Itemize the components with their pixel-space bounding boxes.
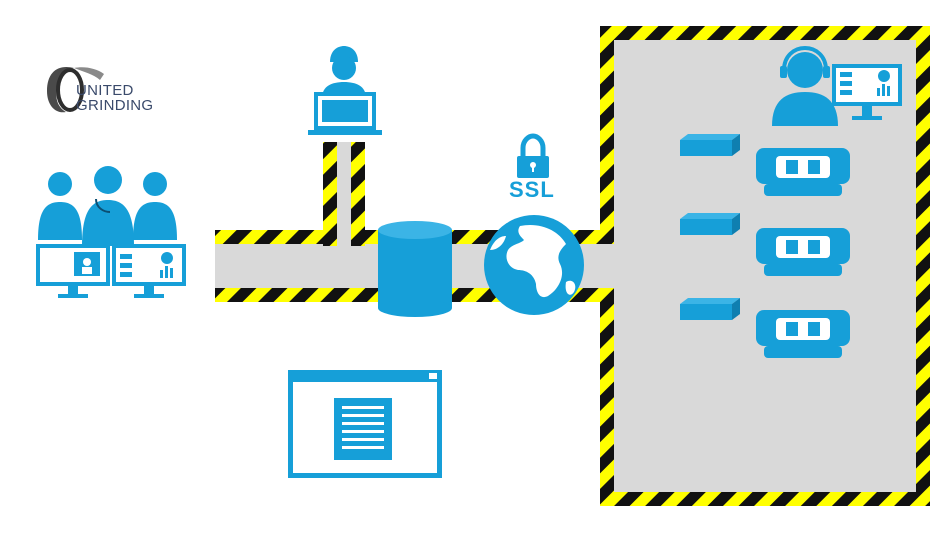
- team-monitor-left: [36, 244, 110, 298]
- padlock-icon: [517, 133, 549, 178]
- grinding-machine-icon: [756, 228, 850, 276]
- logo-wordmark: UNITED GRINDING: [76, 83, 153, 113]
- united-grinding-logo-icon: [47, 66, 104, 113]
- grinding-machine-icon: [756, 148, 850, 196]
- logo-line-1: UNITED: [76, 82, 134, 99]
- grinding-machine-icon: [756, 310, 850, 358]
- technician-laptop-icon: [308, 46, 382, 135]
- ssl-label: SSL: [509, 177, 555, 202]
- operator-headset-icon: [772, 45, 838, 126]
- database-icon: [378, 221, 452, 317]
- operator-monitor: [832, 64, 902, 120]
- control-box-icon: [680, 298, 740, 320]
- control-box-icon: [680, 134, 740, 156]
- support-team-icon: [38, 166, 177, 246]
- logo-line-2: GRINDING: [76, 97, 154, 114]
- control-box-icon: [680, 213, 740, 235]
- document-window-icon: [288, 370, 442, 478]
- team-monitor-right: [112, 244, 186, 298]
- hazard-tunnel-vertical: [323, 142, 365, 246]
- globe-icon: [484, 215, 584, 315]
